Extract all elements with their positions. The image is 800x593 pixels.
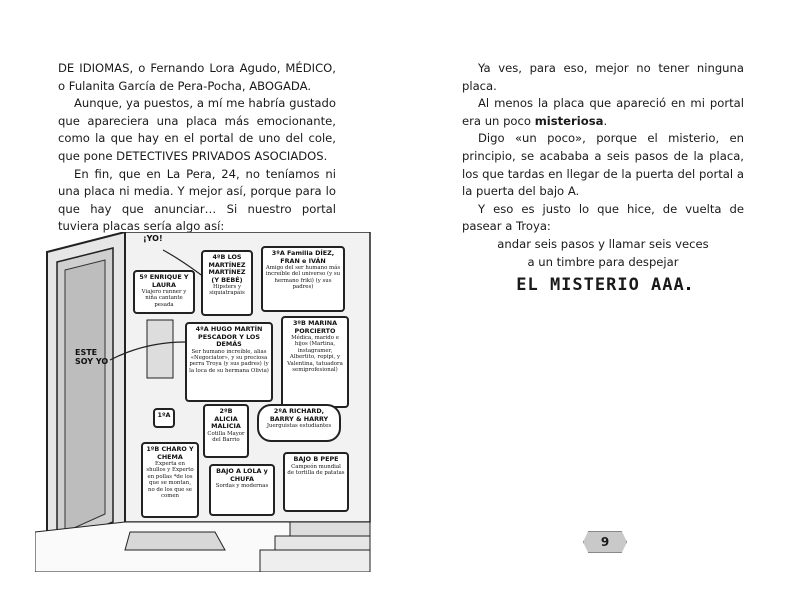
yo-speech-label: ¡YO! (143, 234, 163, 243)
plaque-3a: 3ºA Familia DÍEZ, FRAN e IVÁN Amigo del … (261, 246, 345, 312)
paragraph-3: En fin, que en La Pera, 24, no teníamos … (58, 166, 336, 234)
plaque-3b: 3ºB MARINA PORCIERTO Médica, marido e hi… (281, 316, 349, 408)
plaque-bajo-b: BAJO B PEPE Campeón mundial de tortilla … (283, 452, 349, 512)
left-page: DE IDIOMAS, o Fernando Lora Agudo, MÉDIC… (58, 60, 336, 236)
right-paragraph-3: Digo «un poco», porque el misterio, en p… (462, 131, 744, 199)
plaque-5: 5º ENRIQUE Y LAURA Viajero runner y niña… (133, 270, 195, 314)
right-paragraph-6: a un timbre para despejar (527, 254, 679, 269)
misteriosa-bold: misteriosa (534, 113, 604, 128)
paragraph-2: Aunque, ya puestos, a mí me habría gusta… (58, 96, 336, 163)
plaque-bajo-a: BAJO A LOLA y CHUFA Sordas y modernas (209, 464, 275, 516)
este-soy-yo-label: ESTE SOY YO (75, 348, 109, 366)
plaque-4a: 4ºA HUGO MARTÍN PESCADOR Y LOS DEMÁS Ser… (185, 322, 273, 402)
left-body-text: DE IDIOMAS, o Fernando Lora Agudo, MÉDIC… (58, 60, 336, 236)
right-paragraph-2: Al menos la placa que apareció en mi por… (462, 96, 744, 128)
plaque-2b: 2ºB ALICIA MALICIA Cotilla Mayor del Bar… (203, 404, 249, 458)
right-paragraph-1: Ya ves, para eso, mejor no tener ninguna… (462, 61, 744, 93)
building-plaques-illustration: ¡YO! ESTE SOY YO 5º ENRIQUE Y LAURA Viaj… (34, 230, 375, 573)
right-paragraph-5: andar seis pasos y llamar seis veces (497, 236, 709, 251)
plaque-2a: 2ºA RICHARD, BARRY & HARRY Juerguistas e… (257, 404, 341, 442)
right-body-text: Ya ves, para eso, mejor no tener ninguna… (462, 60, 744, 295)
chapter-heading: EL MISTERIO AAA (462, 276, 744, 295)
page-number: 9 (583, 531, 627, 553)
plaque-1a: 1ºA (153, 408, 175, 428)
paragraph-1: DE IDIOMAS, o Fernando Lora Agudo, MÉDIC… (58, 61, 336, 93)
right-paragraph-4: Y eso es justo lo que hice, de vuelta de… (462, 201, 744, 234)
plaque-1b: 1ºB CHARO Y CHEMA Experta en shullos y E… (141, 442, 199, 518)
plaque-4b: 4ºB LOS MARTÍNEZ MARTÍNEZ (Y BEBÉ) Hipst… (201, 250, 253, 316)
